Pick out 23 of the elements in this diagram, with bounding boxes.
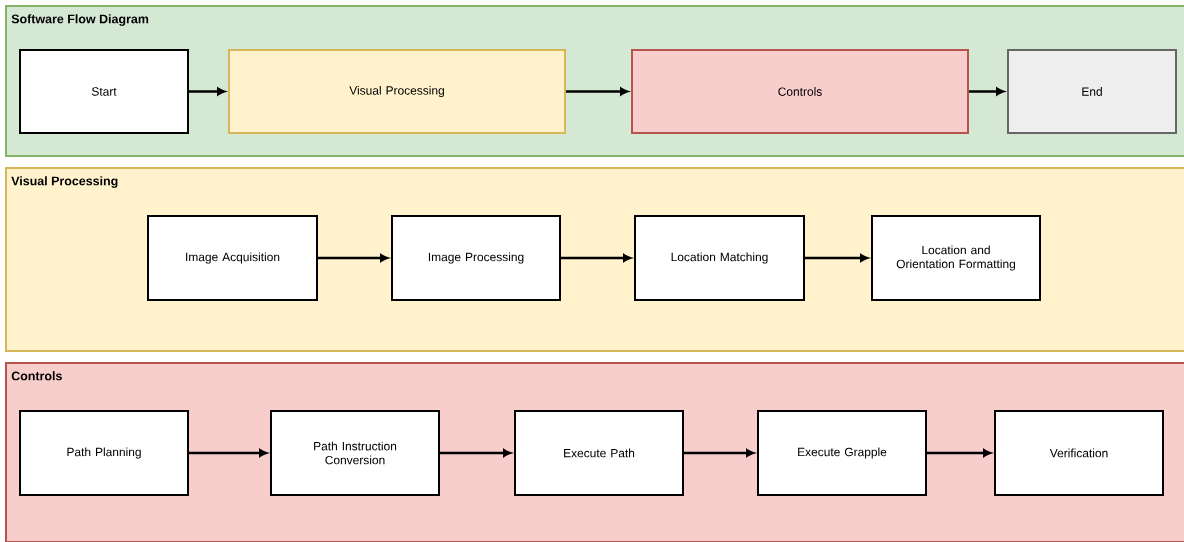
arrow [927,449,992,457]
arrow [561,254,632,262]
process-box: Path Instruction Conversion [270,410,440,496]
process-box: Execute Path [514,410,684,496]
arrow [189,87,226,96]
arrow [189,449,268,457]
process-box: Verification [994,410,1164,496]
process-box: Image Processing [391,215,561,301]
process-box: Visual Processing [228,49,566,134]
arrow [318,254,389,262]
process-box: Image Acquisition [147,215,318,301]
arrow [684,449,755,457]
process-box: Path Planning [19,410,189,496]
process-box: End [1007,49,1177,134]
arrow [969,87,1005,96]
process-box: Execute Grapple [757,410,927,496]
process-box: Start [19,49,189,134]
arrow [566,87,629,96]
arrow [805,254,869,262]
arrow [440,449,512,457]
process-box: Location and Orientation Formatting [871,215,1041,301]
process-box: Location Matching [634,215,805,301]
process-box: Controls [631,49,969,134]
